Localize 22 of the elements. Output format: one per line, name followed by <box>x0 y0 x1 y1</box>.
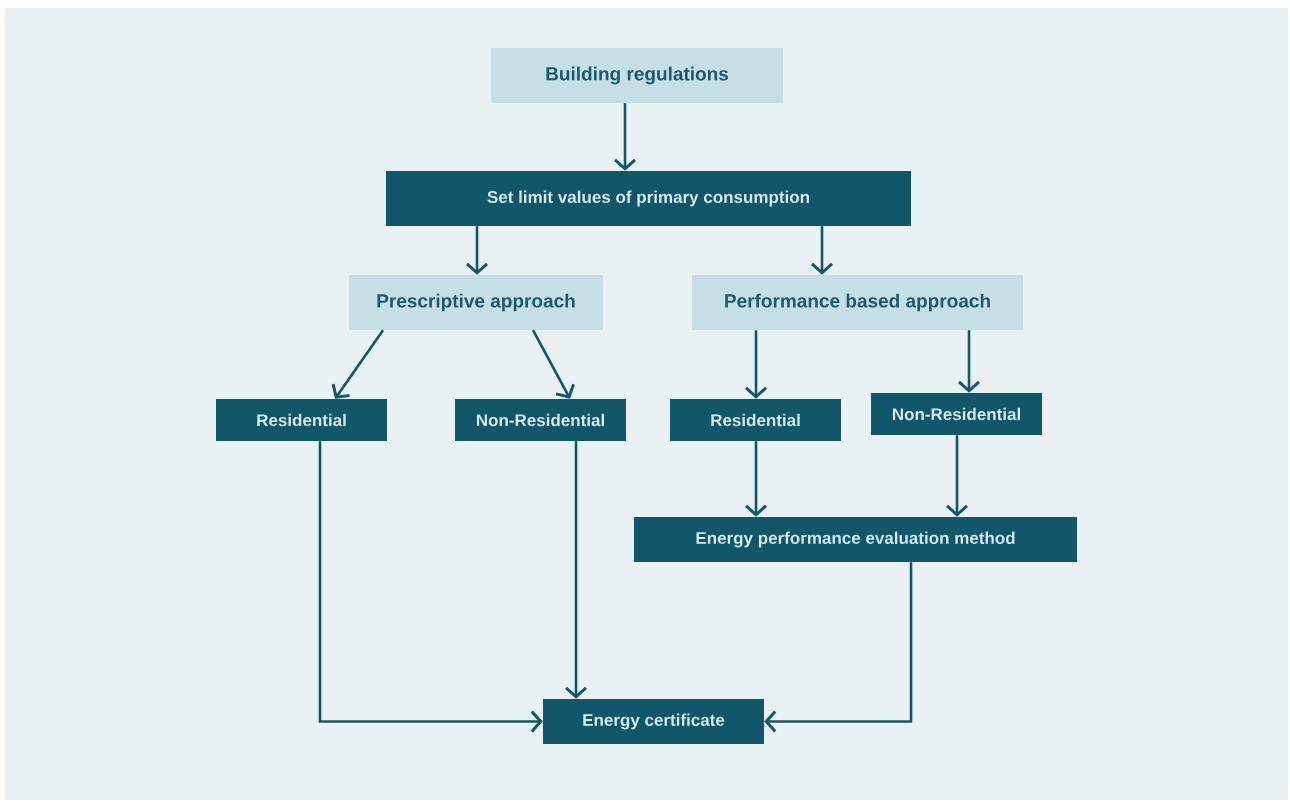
arrow <box>466 226 488 275</box>
arrow <box>745 441 767 517</box>
arrow <box>764 562 913 733</box>
process-box: Prescriptive approach <box>349 275 603 330</box>
process-box: Energy performance evaluation method <box>634 517 1077 562</box>
arrow <box>745 330 767 399</box>
arrow <box>331 329 385 399</box>
process-box: Building regulations <box>491 48 783 103</box>
process-box: Energy certificate <box>543 699 764 744</box>
arrow <box>614 103 636 171</box>
arrow <box>531 329 575 399</box>
process-box: Non-Residential <box>871 393 1042 435</box>
process-box: Set limit values of primary consumption <box>386 171 911 226</box>
arrow <box>958 330 980 393</box>
arrow <box>318 441 543 733</box>
process-box: Non-Residential <box>455 399 626 441</box>
process-box: Performance based approach <box>692 275 1023 330</box>
arrow <box>946 435 968 517</box>
arrow <box>565 441 587 699</box>
process-box: Residential <box>670 399 841 441</box>
process-box: Residential <box>216 399 387 441</box>
arrow <box>811 226 833 275</box>
